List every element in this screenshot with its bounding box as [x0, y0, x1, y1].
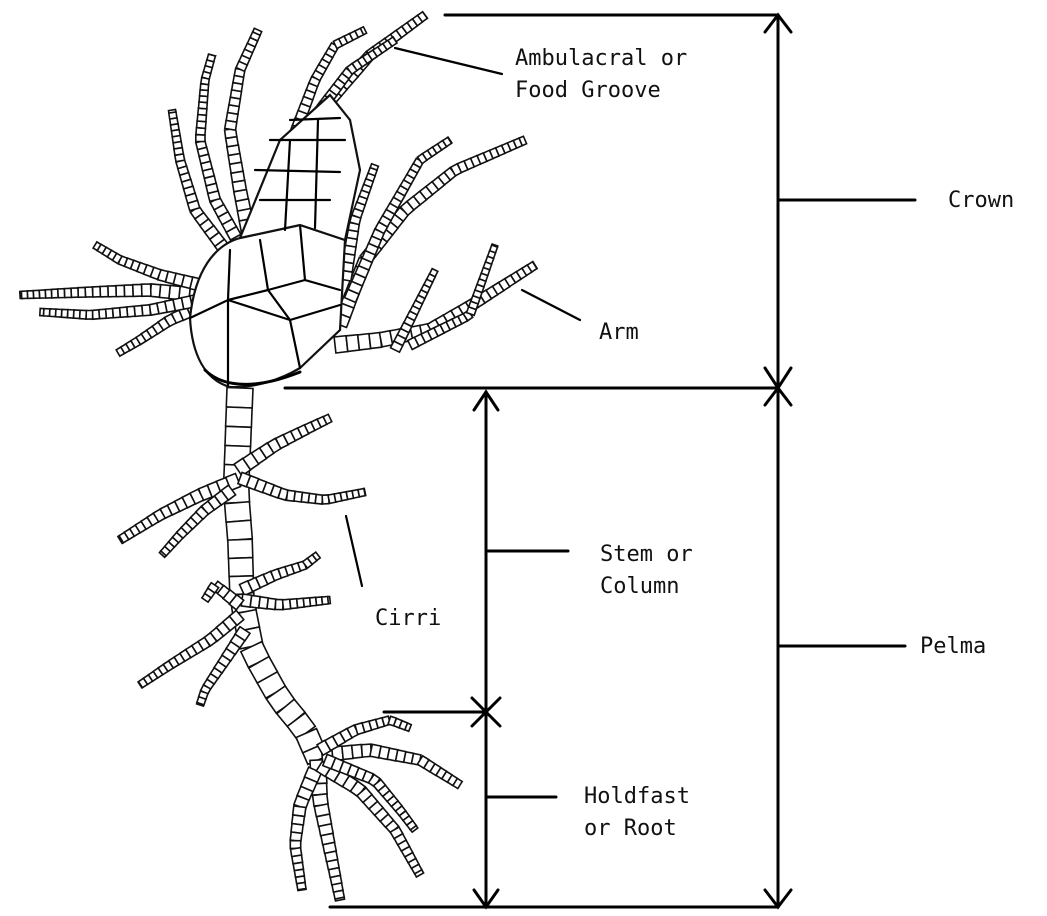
root-segment — [298, 889, 306, 891]
ambulacral-label-line1: Ambulacral or — [515, 44, 687, 74]
arm — [334, 136, 527, 327]
stem-segment — [225, 426, 251, 446]
arm-segment — [133, 284, 142, 296]
crown-label: Crown — [948, 186, 1014, 216]
arm-segment — [108, 286, 116, 297]
arm-segment — [124, 285, 133, 297]
stem-segment — [226, 388, 253, 409]
arm-segment — [142, 284, 151, 296]
arm-segment — [64, 288, 71, 297]
arm-label: Arm — [599, 318, 639, 348]
arm-segment — [116, 285, 125, 296]
stem-segment — [229, 558, 254, 577]
stem-label-line1: Stem or — [600, 540, 693, 570]
cirrus — [241, 594, 330, 610]
calyx — [190, 225, 345, 387]
arm-segment — [20, 291, 22, 298]
stem-segment — [226, 520, 252, 540]
holdfast-label-line2: or Root — [584, 814, 677, 844]
arm-segment — [40, 308, 44, 315]
ambulacral-label-line2: Food Groove — [515, 76, 661, 106]
arm-segment — [85, 287, 93, 297]
dimension-lines — [285, 15, 915, 907]
arm-segment — [100, 286, 108, 297]
arm-segment — [93, 287, 101, 297]
holdfast-label-line1: Holdfast — [584, 782, 690, 812]
arm-segment — [169, 109, 176, 113]
stem-segment — [225, 502, 251, 523]
cirri-label: Cirri — [375, 604, 441, 634]
crinoid-illustration — [20, 12, 537, 901]
stem-label-line2: Column — [600, 572, 679, 602]
cirrus-segment — [328, 597, 331, 604]
cirrus — [238, 472, 366, 504]
pelma-label: Pelma — [920, 632, 986, 662]
stem-segment — [226, 407, 253, 427]
stem-segment — [228, 539, 253, 558]
